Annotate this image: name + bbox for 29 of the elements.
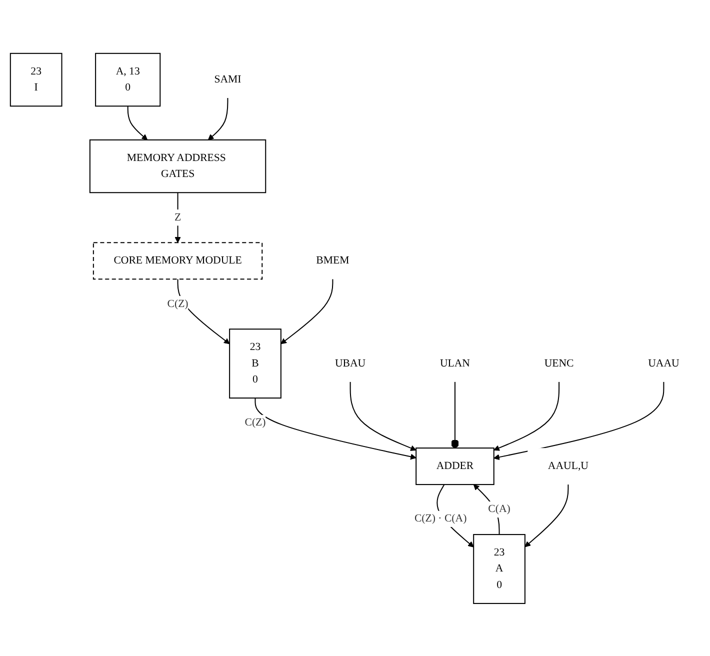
connector <box>450 381 460 448</box>
edge-label: C(Z) <box>244 416 266 428</box>
node-text: BMEM <box>316 254 350 266</box>
arrow <box>494 381 664 460</box>
arrow <box>127 106 148 140</box>
arrow <box>254 398 416 460</box>
arrow <box>350 381 416 450</box>
node-text: UENC <box>544 357 574 369</box>
node-text: UAAU <box>648 357 680 369</box>
arrow <box>208 98 228 140</box>
node-box: A, 13 0 <box>95 52 161 106</box>
edge-label: C(Z) · C(A) <box>414 512 467 524</box>
arrow <box>524 484 569 547</box>
arrow <box>177 278 230 344</box>
node-box: 23 I <box>10 52 62 106</box>
arrow <box>174 192 181 242</box>
node-box: 23 A 0 <box>473 534 526 604</box>
node-box: MEMORY ADDRESS GATES <box>89 138 266 193</box>
node-text: UBAU <box>334 357 366 369</box>
arrow <box>494 381 560 450</box>
node-box: CORE MEMORY MODULE <box>92 242 263 280</box>
edge-label: C(A) <box>488 503 510 515</box>
node-text: SAMI <box>214 73 242 85</box>
edge-label: C(Z) <box>167 298 188 310</box>
edge-label: Z <box>174 211 182 223</box>
node-box: ADDER <box>416 447 494 485</box>
node-text: ULAN <box>440 357 470 369</box>
node-box: 23 B 0 <box>229 328 282 398</box>
arrow <box>280 278 334 344</box>
